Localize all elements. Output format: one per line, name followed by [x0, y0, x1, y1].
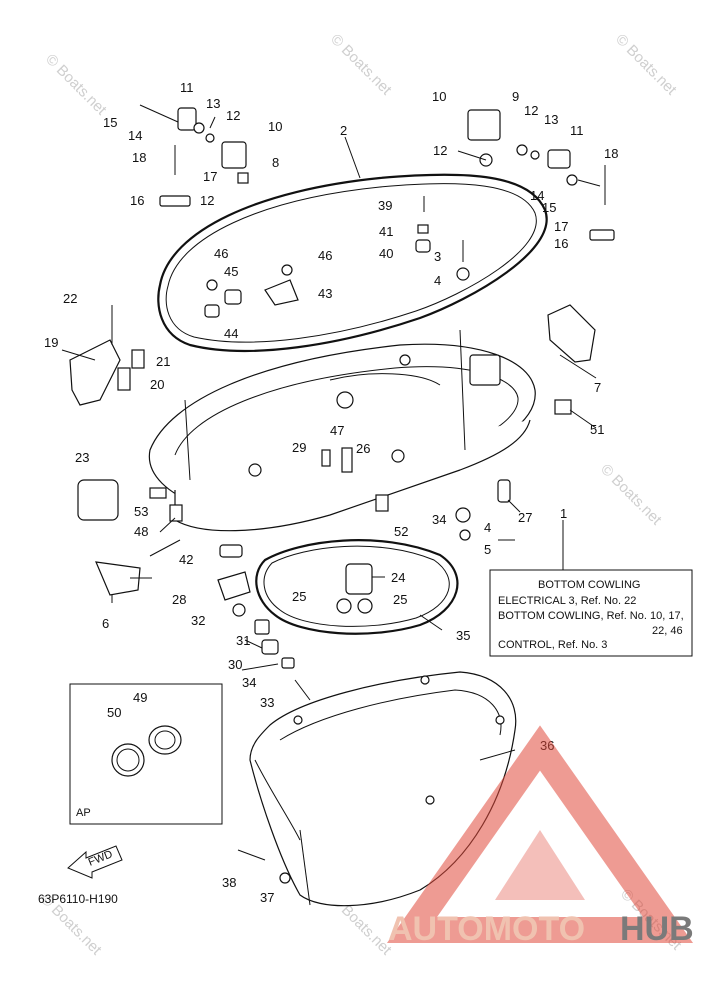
logo-text: AUTOMOTO	[388, 910, 585, 948]
callout-18: 18	[132, 150, 146, 165]
fwd-arrow-icon: FWD	[67, 845, 123, 879]
callout-19: 19	[44, 335, 58, 350]
logo-text-hub: HUB	[620, 910, 694, 948]
callout-27: 27	[518, 510, 532, 525]
callout-12: 12	[226, 108, 240, 123]
callout-32: 32	[191, 613, 205, 628]
callout-25: 25	[292, 589, 306, 604]
callout-14: 14	[530, 188, 544, 203]
diagram-code: 63P6110-H190	[38, 892, 118, 906]
callout-13: 13	[206, 96, 220, 111]
callout-47: 47	[330, 423, 344, 438]
callout-26: 26	[356, 441, 370, 456]
inset-box: AP	[69, 683, 223, 825]
callout-1: 1	[560, 506, 567, 521]
callout-34: 34	[242, 675, 256, 690]
lower-cowling	[249, 671, 517, 907]
callout-11: 11	[180, 80, 194, 95]
callout-12: 12	[524, 103, 538, 118]
watermark: © Boats.net	[612, 31, 680, 99]
callout-43: 43	[318, 286, 332, 301]
callout-10: 10	[432, 89, 446, 104]
callout-44: 44	[224, 326, 238, 341]
callout-20: 20	[150, 377, 164, 392]
callout-9: 9	[512, 89, 519, 104]
callout-23: 23	[75, 450, 89, 465]
callout-14: 14	[128, 128, 142, 143]
callout-29: 29	[292, 440, 306, 455]
callout-38: 38	[222, 875, 236, 890]
callout-6: 6	[102, 616, 109, 631]
watermark: © Boats.net	[327, 31, 395, 99]
callout-24: 24	[391, 570, 405, 585]
callout-17: 17	[203, 169, 217, 184]
callout-33: 33	[260, 695, 274, 710]
callout-16: 16	[554, 236, 568, 251]
callout-2: 2	[340, 123, 347, 138]
callout-13: 13	[544, 112, 558, 127]
seal-ring-part	[157, 173, 548, 353]
callout-46: 46	[318, 248, 332, 263]
bottom-cowling-body	[148, 329, 536, 532]
callout-7: 7	[594, 380, 601, 395]
watermark: © Boats.net	[42, 51, 110, 119]
callout-17: 17	[554, 219, 568, 234]
callout-51: 51	[590, 422, 604, 437]
callout-12: 12	[200, 193, 214, 208]
callout-45: 45	[224, 264, 238, 279]
callout-50: 50	[107, 705, 121, 720]
callout-15: 15	[103, 115, 117, 130]
callout-35: 35	[456, 628, 470, 643]
callout-3: 3	[434, 249, 441, 264]
callout-15: 15	[542, 200, 556, 215]
callout-25: 25	[393, 592, 407, 607]
callout-41: 41	[379, 224, 393, 239]
leader-lines	[61, 116, 597, 761]
callout-8: 8	[272, 155, 279, 170]
callout-40: 40	[379, 246, 393, 261]
callout-18: 18	[604, 146, 618, 161]
callout-22: 22	[63, 291, 77, 306]
callout-16: 16	[130, 193, 144, 208]
small-parts	[69, 104, 615, 884]
note-line: ELECTRICAL 3, Ref. No. 22	[498, 595, 636, 607]
inset-label: AP	[76, 807, 91, 819]
automotohub-logo: AUTOMOTO HUB	[386, 725, 694, 948]
callout-37: 37	[260, 890, 274, 905]
callout-4: 4	[484, 520, 491, 535]
callout-28: 28	[172, 592, 186, 607]
callout-34: 34	[432, 512, 446, 527]
callout-53: 53	[134, 504, 148, 519]
watermark: © Boats.net	[597, 461, 665, 529]
note-line: BOTTOM COWLING, Ref. No. 10, 17,	[498, 610, 684, 622]
callout-49: 49	[133, 690, 147, 705]
callout-11: 11	[570, 123, 584, 138]
note-box: BOTTOM COWLING ELECTRICAL 3, Ref. No. 22…	[489, 569, 693, 657]
callout-21: 21	[156, 354, 170, 369]
note-line: CONTROL, Ref. No. 3	[498, 639, 607, 651]
callout-48: 48	[134, 524, 148, 539]
callout-4: 4	[434, 273, 441, 288]
callout-46: 46	[214, 246, 228, 261]
note-title: BOTTOM COWLING	[538, 579, 640, 591]
note-line: 22, 46	[652, 625, 683, 637]
callout-5: 5	[484, 542, 491, 557]
callout-52: 52	[394, 524, 408, 539]
callout-39: 39	[378, 198, 392, 213]
callout-10: 10	[268, 119, 282, 134]
callout-12: 12	[433, 143, 447, 158]
callout-31: 31	[236, 633, 250, 648]
callout-30: 30	[228, 657, 242, 672]
callout-42: 42	[179, 552, 193, 567]
